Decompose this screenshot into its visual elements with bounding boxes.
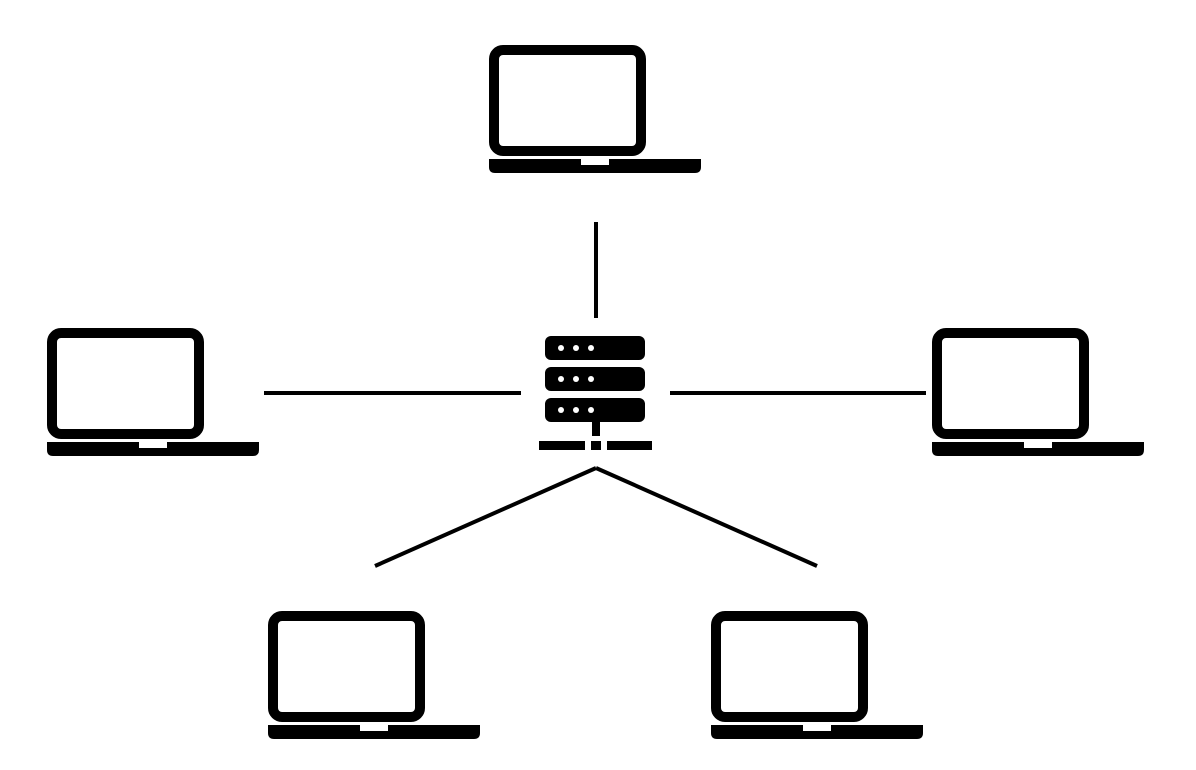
laptop-icon-bottom-right [711, 616, 923, 739]
server-icon [539, 336, 652, 450]
connection-line-bottom-right [595, 466, 818, 568]
laptop-icon-right [932, 333, 1144, 456]
connection-line-bottom-left [374, 466, 597, 568]
laptop-icon-top [489, 50, 701, 173]
connections [264, 222, 926, 568]
laptop-icon-left [47, 333, 259, 456]
laptop-icon-bottom-left [268, 616, 480, 739]
